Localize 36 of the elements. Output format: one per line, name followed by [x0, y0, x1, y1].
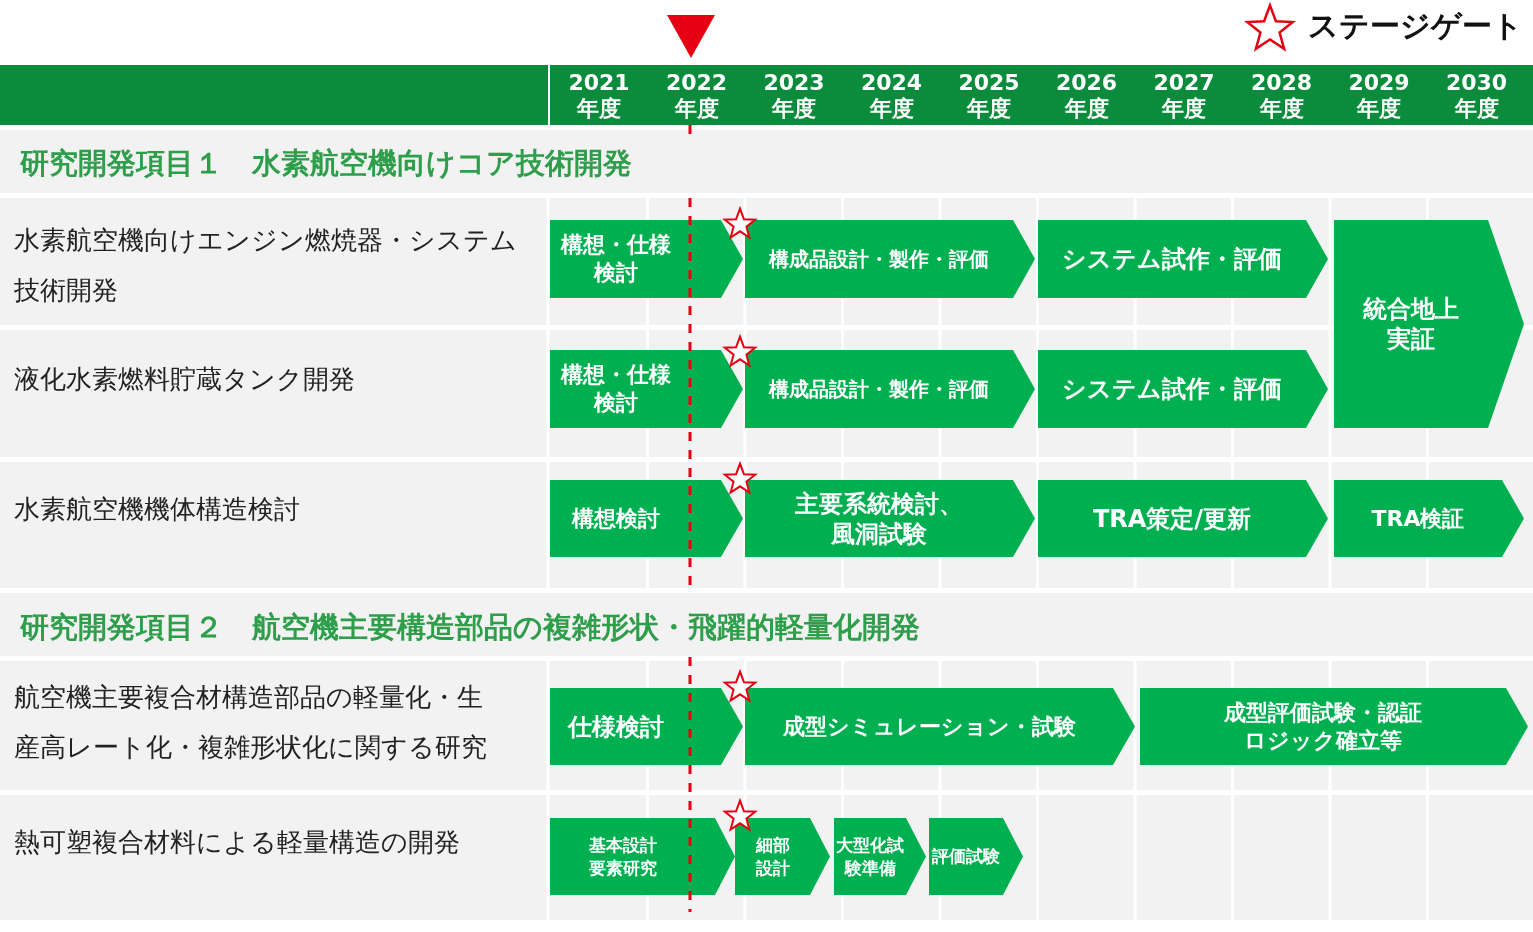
row-label: 水素航空機機体構造検討: [14, 493, 301, 526]
phase-bar: 評価試験: [929, 818, 1023, 895]
year-label: 2025年度: [958, 70, 1020, 122]
row-label: 航空機主要複合材構造部品の軽量化・生産高レート化・複雑形状化に関する研究: [14, 681, 488, 764]
phase-bar: 成型シミュレーション・試験: [745, 688, 1135, 765]
phase-bar: 構成品設計・製作・評価: [745, 220, 1035, 298]
section-heading: 研究開発項目２ 航空機主要構造部品の複雑形状・飛躍的軽量化開発: [20, 609, 921, 645]
year-label: 2029年度: [1348, 70, 1410, 122]
row-label: 液化水素燃料貯蔵タンク開発: [14, 363, 356, 396]
section-heading: 研究開発項目１ 水素航空機向けコア技術開発: [20, 145, 633, 181]
phase-bar: 大型化試験準備: [834, 818, 926, 895]
year-label: 2027年度: [1153, 70, 1215, 122]
phase-bar: 構想・仕様検討: [550, 350, 743, 428]
phase-bar: 主要系統検討、風洞試験: [745, 480, 1035, 557]
year-label: 2028年度: [1250, 70, 1313, 122]
phase-bar: TRA検証: [1334, 480, 1524, 557]
phase-bar: システム試作・評価: [1038, 220, 1328, 298]
phase-bar: TRA策定/更新: [1038, 480, 1328, 557]
phase-bar: 統合地上実証: [1334, 220, 1524, 428]
phase-bar: システム試作・評価: [1038, 350, 1328, 428]
phase-bar: 細部設計: [735, 818, 830, 895]
year-label: 2022年度: [665, 70, 728, 122]
row-label: 水素航空機向けエンジン燃焼器・システム技術開発: [14, 224, 518, 307]
year-label: 2024年度: [860, 70, 923, 122]
phase-bar: 構成品設計・製作・評価: [745, 350, 1035, 428]
phase-bar: 構想・仕様検討: [550, 220, 743, 298]
row-label: 熱可塑複合材料による軽量構造の開発: [14, 826, 461, 859]
year-label: 2021年度: [568, 70, 630, 122]
phase-bar: 構想検討: [550, 480, 743, 557]
year-label: 2023年度: [763, 70, 825, 122]
legend-label: ステージゲート: [1308, 7, 1524, 45]
year-label: 2030年度: [1445, 70, 1508, 122]
year-label: 2026年度: [1055, 70, 1118, 122]
phase-bar: 基本設計要素研究: [550, 818, 735, 895]
phase-bar: 成型評価試験・認証ロジック確立等: [1140, 688, 1528, 765]
phase-bar: 仕様検討: [550, 688, 743, 765]
